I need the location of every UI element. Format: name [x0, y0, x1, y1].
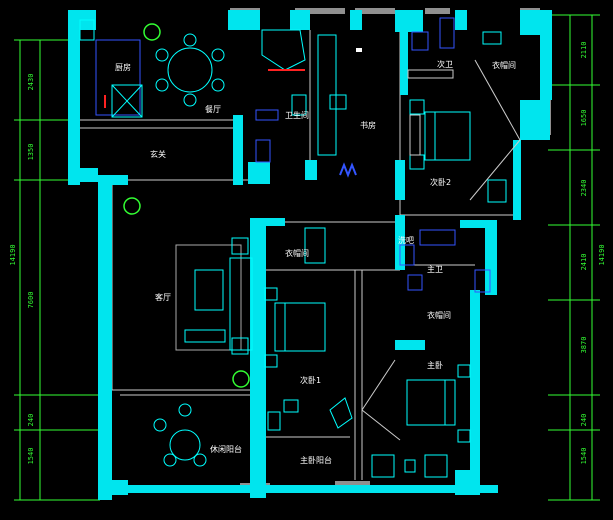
master-bath-fixtures	[399, 229, 491, 293]
plants	[123, 23, 250, 388]
bedroom2-furniture	[409, 31, 521, 203]
dim-right-7: 240	[580, 414, 588, 427]
dim-right-4: 14190	[598, 244, 606, 265]
leisure-balcony-furniture	[153, 403, 207, 467]
label-wash: 洗吧	[398, 235, 414, 245]
dim-left-3: 14190	[9, 244, 17, 265]
label-master-balcony: 主卧阳台	[300, 455, 332, 465]
label-closet-mid: 衣帽间	[285, 248, 309, 258]
label-sub-bath: 次卫	[437, 59, 453, 69]
label-bedroom1: 次卧1	[300, 375, 321, 385]
dim-left-1: 2430	[27, 74, 35, 91]
dim-left-4: 7600	[27, 292, 35, 309]
study-furniture	[317, 34, 362, 178]
dim-left-5: 240	[27, 414, 35, 427]
dim-right-3: 2340	[580, 180, 588, 197]
sub-bath-fixtures	[407, 17, 455, 79]
label-kitchen: 厨房	[115, 62, 131, 72]
bedroom1-furniture	[264, 227, 353, 431]
dim-right-1: 2110	[580, 42, 588, 59]
dim-left-2: 1350	[27, 144, 35, 161]
dining-table	[155, 33, 225, 107]
label-bathroom: 卫生间	[285, 110, 309, 120]
dim-right-6: 3870	[580, 337, 588, 354]
master-bedroom-furniture	[361, 359, 471, 478]
label-master-bath: 主卫	[427, 264, 443, 274]
label-foyer: 玄关	[150, 149, 166, 159]
label-closet-ne: 衣帽间	[492, 60, 516, 70]
label-leisure-balcony: 休闲阳台	[210, 444, 242, 454]
label-dining: 餐厅	[205, 105, 221, 114]
label-closet-master: 衣帽间	[427, 310, 451, 320]
kitchen-fixtures	[79, 19, 143, 118]
left-dimension-lines	[14, 39, 100, 501]
label-living: 客厅	[155, 292, 171, 302]
label-master-bedroom: 主卧	[427, 360, 443, 370]
bathroom-fixtures	[255, 29, 307, 163]
dim-left-6: 1540	[27, 448, 35, 465]
label-bedroom2: 次卧2	[430, 177, 451, 187]
dim-right-2: 1650	[580, 110, 588, 127]
dim-right-5: 2410	[580, 254, 588, 271]
walls	[68, 10, 552, 500]
label-study: 书房	[360, 120, 376, 130]
dim-right-8: 1540	[580, 448, 588, 465]
right-dimension-lines	[548, 14, 600, 501]
living-sofa	[175, 237, 253, 355]
